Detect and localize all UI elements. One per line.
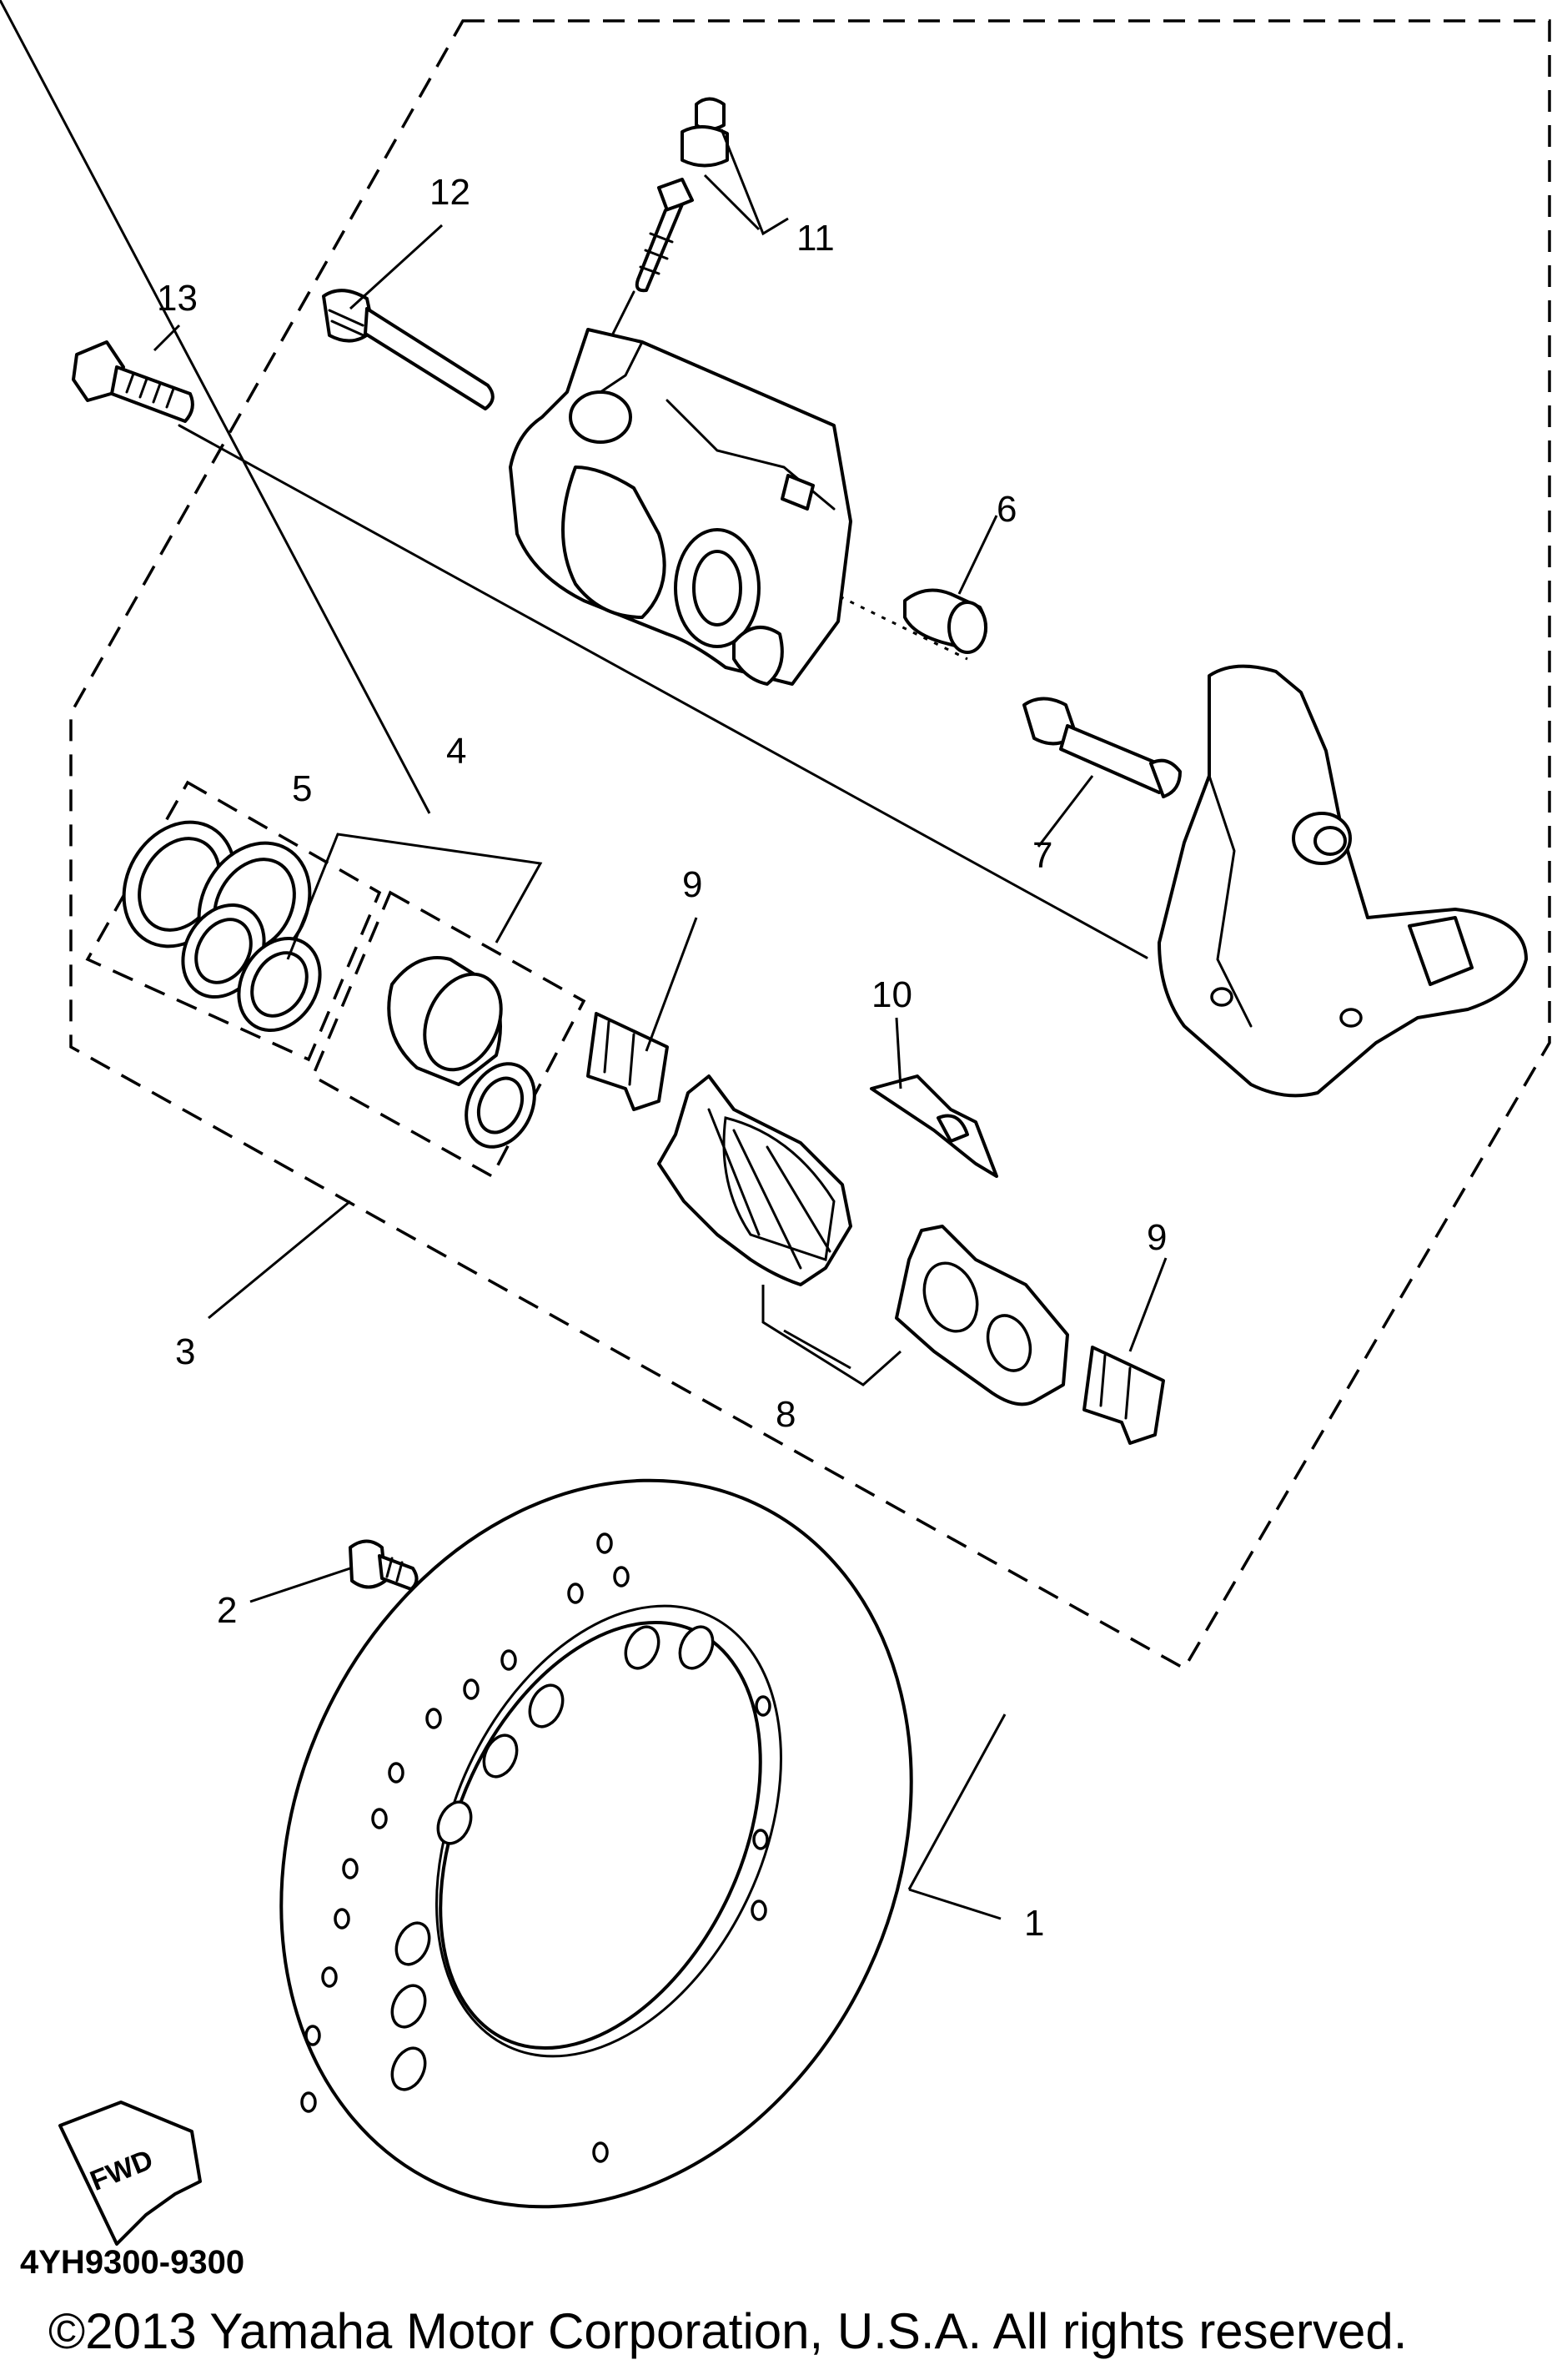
bolt-13 <box>72 340 194 423</box>
callout-3: 3 <box>175 1331 195 1372</box>
callout-2: 2 <box>217 1590 237 1631</box>
slide-pin-7 <box>1022 697 1182 798</box>
bleed-screw-11 <box>611 97 729 335</box>
pin-bolt-12 <box>322 289 495 410</box>
callout-5: 5 <box>292 768 312 809</box>
fwd-arrow-badge: FWD <box>58 2101 202 2246</box>
callout-9-lower: 9 <box>1147 1217 1167 1258</box>
seal-kit-boundary <box>85 780 382 1062</box>
caliper-assembly-boundary <box>69 19 1551 1671</box>
callout-12: 12 <box>429 172 470 213</box>
caliper-bracket <box>1158 664 1528 1098</box>
pad-spring-9a <box>586 1012 669 1111</box>
brake-pad-8a <box>657 1074 852 1286</box>
callout-9-upper: 9 <box>682 864 702 905</box>
copyright-notice: ©2013 Yamaha Motor Corporation, U.S.A. A… <box>48 2303 1408 2359</box>
callout-8: 8 <box>776 1394 796 1435</box>
pad-spring-9b <box>1082 1346 1165 1445</box>
callout-4: 4 <box>446 731 466 772</box>
callout-11: 11 <box>796 218 835 259</box>
piston-seals-5 <box>122 820 322 1033</box>
callout-1: 1 <box>1024 1903 1044 1944</box>
assembly-axis-line <box>178 424 1148 959</box>
caliper-body <box>509 328 852 686</box>
brake-disc-1 <box>279 1478 913 2209</box>
brake-pad-8b <box>895 1225 1069 1406</box>
pad-clip-10 <box>870 1074 998 1178</box>
callout-13: 13 <box>157 278 198 319</box>
callout-6: 6 <box>997 489 1017 530</box>
pistons-4 <box>387 956 536 1149</box>
piston-group-boundary <box>310 890 586 1179</box>
callout-10: 10 <box>871 974 912 1015</box>
boot-6 <box>903 588 987 654</box>
leader-lines <box>0 0 1168 1920</box>
disc-bolt-2 <box>349 1539 419 1591</box>
callout-7: 7 <box>1032 835 1052 876</box>
catalog-code: 4YH9300-9300 <box>20 2244 245 2281</box>
